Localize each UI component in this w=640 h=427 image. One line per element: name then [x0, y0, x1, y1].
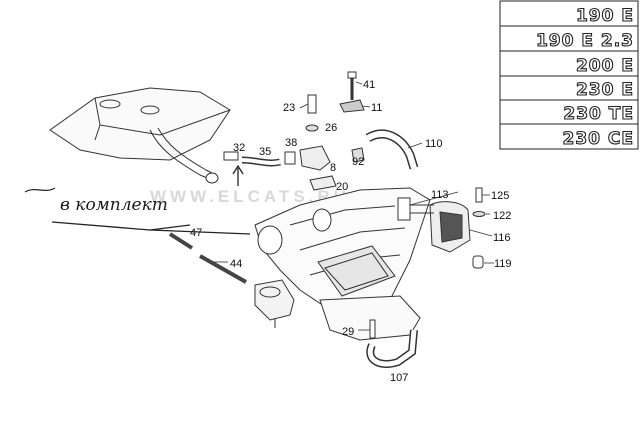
part-38: 38 — [285, 137, 297, 149]
part-41: 41 — [363, 79, 375, 91]
part-113: 113 — [431, 189, 449, 201]
watermark: WWW.ELCATS.RU — [150, 187, 350, 206]
part-116: 116 — [493, 232, 511, 244]
part-110: 110 — [425, 138, 443, 150]
part-20: 20 — [336, 181, 348, 193]
annotation-pointer-line — [149, 224, 191, 231]
leader-lines — [212, 81, 494, 331]
part-11: 11 — [371, 102, 382, 114]
badge-230e: 230 E — [576, 80, 634, 100]
part-125: 125 — [491, 190, 509, 202]
up-arrow-icon — [232, 164, 244, 186]
part-8: 8 — [330, 162, 336, 174]
part-44: 44 — [230, 258, 242, 270]
engine-drawing — [49, 71, 486, 368]
part-47: 47 — [190, 227, 202, 239]
badge-200e: 200 E — [576, 56, 634, 76]
part-23: 23 — [283, 102, 295, 114]
badge-190e-23: 190 E 2.3 — [536, 31, 634, 51]
badge-230ce: 230 CE — [563, 129, 635, 149]
part-92: 92 — [352, 156, 364, 168]
model-badge-panel — [499, 0, 639, 150]
part-29: 29 — [342, 326, 354, 338]
part-119: 119 — [494, 258, 512, 270]
annotation-stroke — [24, 187, 56, 193]
handwritten-annotation: в комплект — [24, 164, 251, 235]
part-122: 122 — [493, 210, 511, 222]
handwritten-note: в комплект — [60, 195, 168, 215]
part-35: 35 — [259, 146, 271, 158]
part-26: 26 — [325, 122, 337, 134]
part-32: 32 — [233, 142, 245, 154]
part-107: 107 — [390, 372, 408, 384]
badge-230te: 230 TE — [563, 104, 634, 124]
annotation-underline — [51, 221, 251, 235]
badge-190e: 190 E — [576, 6, 634, 26]
